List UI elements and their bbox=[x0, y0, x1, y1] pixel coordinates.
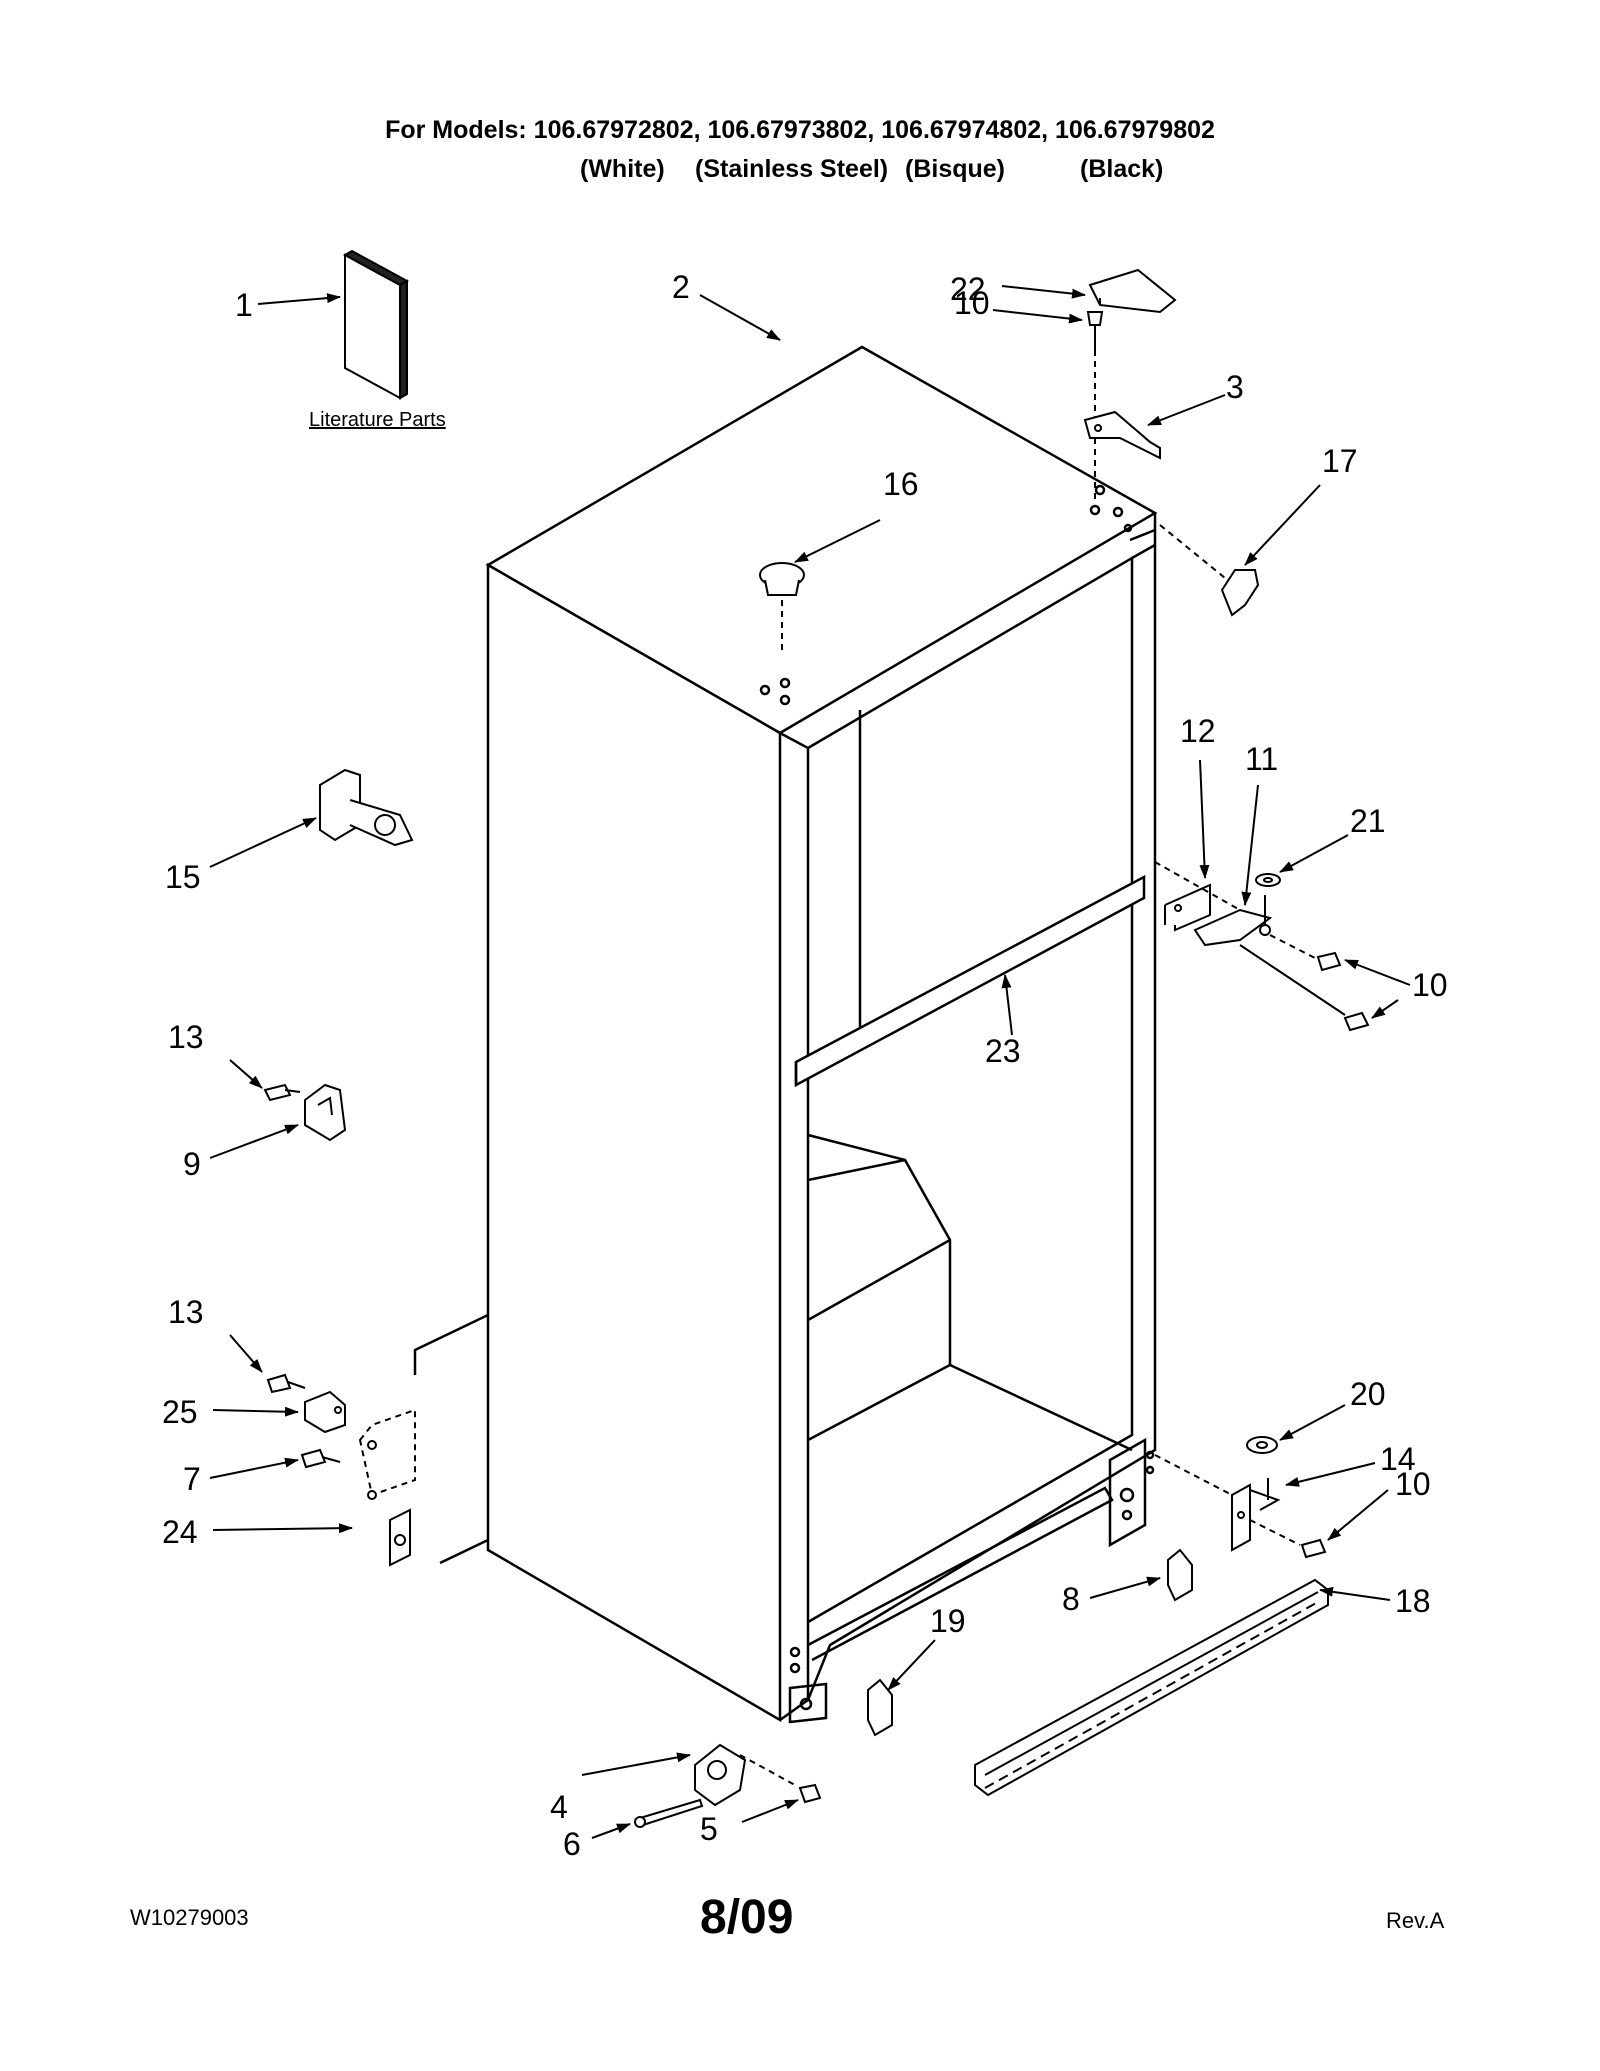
clip-part-8 bbox=[1167, 1548, 1193, 1602]
callout-3: 3 bbox=[1226, 369, 1244, 405]
hinge-part-14 bbox=[1231, 1478, 1281, 1552]
doc-number: W10279003 bbox=[130, 1905, 249, 1930]
callout-19: 19 bbox=[930, 1603, 966, 1639]
clip-part-19 bbox=[867, 1678, 893, 1737]
callout-14: 14 bbox=[1380, 1441, 1416, 1477]
models-line: For Models: 106.67972802, 106.67973802, … bbox=[385, 116, 1215, 144]
washer-part-20 bbox=[1246, 1436, 1278, 1454]
callout-10-top: 10 bbox=[954, 285, 990, 321]
screw-part-10-lower bbox=[1300, 1538, 1327, 1559]
screw-part-10-mid-b bbox=[1343, 1011, 1370, 1032]
callout-11: 11 bbox=[1245, 741, 1278, 777]
callout-15: 15 bbox=[165, 859, 201, 895]
literature-parts-label: Literature Parts bbox=[309, 409, 446, 431]
callout-13-lower: 13 bbox=[168, 1294, 204, 1330]
callout-23: 23 bbox=[985, 1033, 1021, 1069]
plug-part-16 bbox=[759, 562, 805, 650]
callout-24: 24 bbox=[162, 1514, 198, 1550]
callout-12: 12 bbox=[1180, 713, 1216, 749]
callout-16: 16 bbox=[883, 466, 919, 502]
hinge-cover-part-22 bbox=[1088, 268, 1177, 314]
literature-booklet bbox=[342, 249, 410, 400]
color-black: (Black) bbox=[1080, 155, 1164, 183]
guide-line-hinge bbox=[1154, 861, 1241, 911]
screw-part-13-lower bbox=[266, 1373, 306, 1394]
washer-part-21 bbox=[1255, 873, 1281, 887]
callout-5: 5 bbox=[700, 1811, 718, 1847]
hinge-part-11 bbox=[1193, 895, 1273, 947]
screw-part-10-mid-a bbox=[1316, 951, 1342, 972]
top-hinge-part-3 bbox=[1083, 410, 1161, 500]
guide-line-lower-screw bbox=[1239, 944, 1346, 1016]
callout-22: 22 bbox=[950, 271, 986, 307]
callout-1: 1 bbox=[235, 287, 253, 323]
color-white: (White) bbox=[580, 155, 665, 183]
refrigerator-cabinet bbox=[413, 345, 1158, 1724]
caster-part-4 bbox=[694, 1743, 796, 1807]
guide-line-screw bbox=[1269, 934, 1316, 959]
screw-part-10-top bbox=[1086, 311, 1104, 420]
guide-line-lower-hinge bbox=[1154, 1454, 1233, 1496]
guide-line-lower-hinge-screw bbox=[1249, 1519, 1301, 1546]
color-bisque: (Bisque) bbox=[905, 155, 1005, 183]
screw-part-13-upper bbox=[263, 1083, 301, 1102]
revision-label: Rev.A bbox=[1386, 1908, 1445, 1933]
hinge-part-12 bbox=[1164, 883, 1211, 932]
callout-9: 9 bbox=[183, 1146, 201, 1182]
date-code: 8/09 bbox=[700, 1891, 794, 1944]
toe-grille-part-18 bbox=[974, 1578, 1329, 1797]
callout-10-lower: 10 bbox=[1395, 1466, 1431, 1502]
door-stop-part-15 bbox=[319, 768, 414, 847]
leader-lines bbox=[209, 285, 1411, 1839]
callout-18: 18 bbox=[1395, 1583, 1431, 1619]
callout-13-upper: 13 bbox=[168, 1019, 204, 1055]
callout-17: 17 bbox=[1322, 443, 1358, 479]
color-stainless: (Stainless Steel) bbox=[695, 155, 889, 183]
callout-10-mid: 10 bbox=[1412, 967, 1448, 1003]
callout-8: 8 bbox=[1062, 1581, 1080, 1617]
screw-part-7 bbox=[300, 1448, 341, 1469]
callout-6: 6 bbox=[563, 1826, 581, 1862]
callout-7: 7 bbox=[183, 1461, 201, 1497]
callout-4: 4 bbox=[550, 1789, 568, 1825]
callout-2: 2 bbox=[672, 269, 690, 305]
screw-part-5 bbox=[798, 1783, 822, 1804]
bracket-part-24 bbox=[358, 1408, 416, 1567]
callout-20: 20 bbox=[1350, 1376, 1386, 1412]
callout-21: 21 bbox=[1350, 803, 1386, 839]
clip-part-25 bbox=[304, 1390, 346, 1434]
callout-25: 25 bbox=[162, 1394, 198, 1430]
bracket-part-9 bbox=[304, 1083, 347, 1142]
pin-part-6 bbox=[634, 1798, 704, 1828]
hinge-cover-part-17 bbox=[1159, 524, 1260, 617]
